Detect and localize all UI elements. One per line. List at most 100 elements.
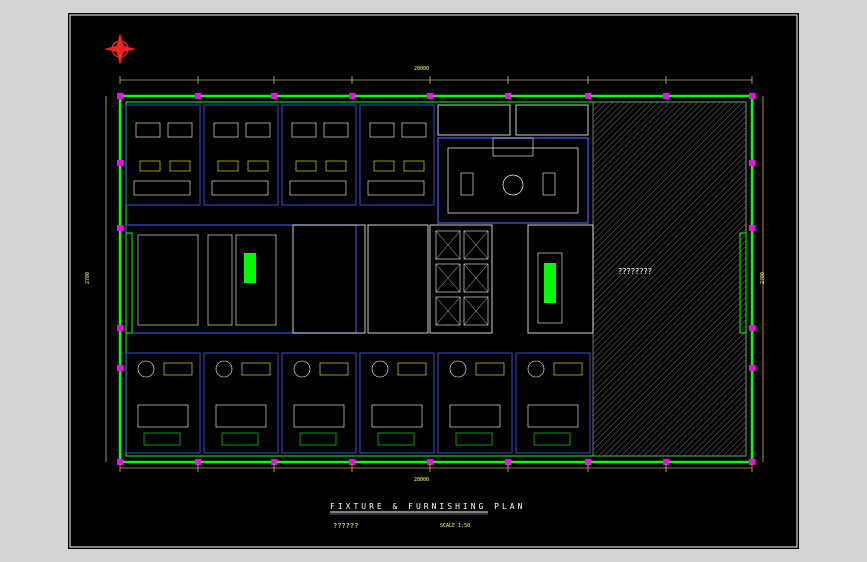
sofa-green: [455, 432, 493, 446]
dimension-bottom: 28000: [414, 477, 430, 483]
dimension-left: 2700: [85, 271, 92, 285]
column-right: [749, 459, 755, 465]
desk: [369, 122, 395, 138]
table-round: [371, 360, 389, 378]
lift-lobby: [292, 224, 366, 334]
sofa-green: [533, 432, 571, 446]
wardrobe: [133, 180, 191, 196]
north-compass-icon: [120, 45, 136, 53]
office-bottom: [437, 352, 513, 454]
elevator-cross: [463, 263, 489, 293]
sofa-green: [377, 432, 415, 446]
office-top: [281, 104, 357, 206]
column-right: [749, 225, 755, 231]
office-top: [203, 104, 279, 206]
column-left: [117, 365, 123, 371]
elevator: [463, 230, 489, 260]
column-bottom: [427, 459, 433, 465]
bathtub: [247, 160, 269, 172]
bathtub: [373, 160, 395, 172]
core-left: [125, 224, 357, 334]
outer-wall: [118, 94, 754, 464]
window: [739, 232, 747, 334]
office-top: [359, 104, 435, 206]
office-bottom: [203, 352, 279, 454]
office-bottom: [515, 352, 591, 454]
north-compass-icon: [116, 49, 124, 65]
shaft: [207, 234, 233, 326]
column-left: [117, 93, 123, 99]
wardrobe: [211, 180, 269, 196]
column-bottom: [349, 459, 355, 465]
bed: [371, 404, 423, 428]
drawing-title: FIXTURE & FURNISHING PLAN: [330, 502, 526, 511]
column-left: [117, 160, 123, 166]
north-compass-icon: [104, 45, 120, 53]
round-table: [502, 174, 524, 196]
elevator: [435, 263, 461, 293]
open-zone: [592, 101, 747, 457]
column-left: [117, 225, 123, 231]
core-right: [527, 224, 594, 334]
elevator-cross: [463, 230, 489, 260]
desk: [241, 362, 271, 376]
column-top: [271, 93, 277, 99]
column-top: [585, 93, 591, 99]
column-right: [749, 365, 755, 371]
lift-bank: [429, 224, 493, 334]
bathtub: [169, 160, 191, 172]
scale-note: SCALE 1:50: [440, 523, 471, 529]
stair-green: [244, 253, 256, 283]
desk: [245, 122, 271, 138]
desk: [213, 122, 239, 138]
bed: [293, 404, 345, 428]
dimension-right: 2700: [760, 271, 767, 285]
column-bottom: [585, 459, 591, 465]
office-bottom: [125, 352, 201, 454]
elevator: [463, 296, 489, 326]
desk: [401, 122, 427, 138]
bed: [215, 404, 267, 428]
column-right: [749, 93, 755, 99]
bathtub: [325, 160, 347, 172]
column-right: [749, 325, 755, 331]
sofa: [542, 172, 556, 196]
desk: [553, 362, 583, 376]
office-small: [437, 104, 511, 136]
column-top: [505, 93, 511, 99]
desk: [319, 362, 349, 376]
meeting-room: [437, 137, 589, 224]
column-bottom: [271, 459, 277, 465]
reception-desk: [492, 137, 534, 157]
column-bottom: [195, 459, 201, 465]
sheet-frame: [69, 14, 798, 548]
stair: [235, 234, 277, 326]
wardrobe: [289, 180, 347, 196]
desk: [163, 362, 193, 376]
elevator: [435, 230, 461, 260]
column-bottom: [663, 459, 669, 465]
bathtub: [217, 160, 239, 172]
desk: [291, 122, 317, 138]
bathtub: [403, 160, 425, 172]
elevator-cross: [435, 263, 461, 293]
elevator: [463, 263, 489, 293]
column-right: [749, 160, 755, 166]
north-compass-icon: [116, 33, 124, 49]
elevator-cross: [435, 296, 461, 326]
table-round: [293, 360, 311, 378]
desk: [475, 362, 505, 376]
sofa-green: [143, 432, 181, 446]
floor-plan: [69, 14, 798, 548]
bathtub: [139, 160, 161, 172]
stair-right-green: [544, 263, 556, 303]
desk: [323, 122, 349, 138]
drawing-sheet: 28000 28000 2700 2700 ???????? FIXTURE &…: [68, 13, 799, 549]
elevator-cross: [435, 230, 461, 260]
sofa-green: [221, 432, 259, 446]
column-left: [117, 459, 123, 465]
drawing-subtitle: ??????: [333, 522, 359, 530]
desk: [135, 122, 161, 138]
desk: [397, 362, 427, 376]
office-bottom: [281, 352, 357, 454]
